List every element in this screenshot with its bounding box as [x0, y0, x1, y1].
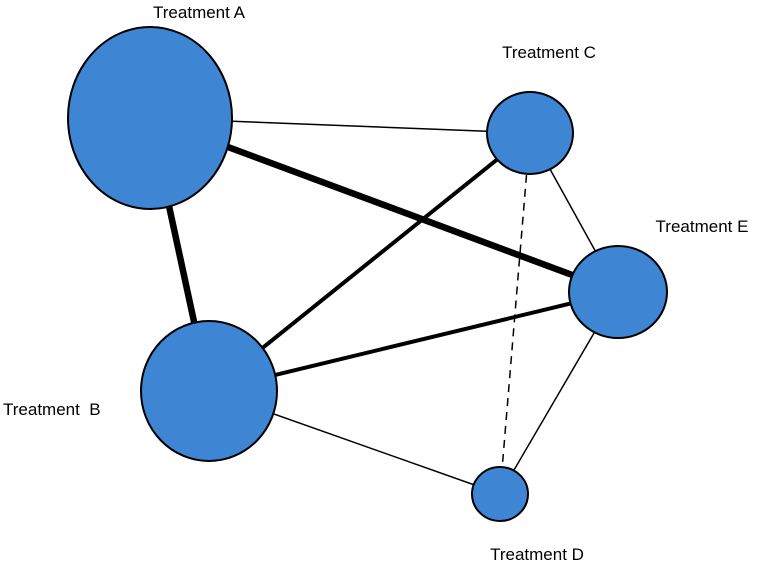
node-label-treatment-d: Treatment D	[490, 545, 584, 564]
node-treatment-a	[67, 26, 233, 210]
labels-layer: Treatment A Treatment B Treatment C Trea…	[3, 3, 748, 564]
node-label-treatment-e: Treatment E	[656, 217, 749, 236]
nodes-layer	[67, 26, 668, 522]
node-treatment-e	[568, 245, 668, 339]
node-treatment-c	[486, 91, 574, 175]
edge-c-d	[499, 132, 531, 495]
node-label-treatment-a: Treatment A	[153, 3, 246, 22]
node-label-treatment-b: Treatment B	[3, 400, 101, 419]
node-label-treatment-c: Treatment C	[502, 43, 596, 62]
edge-b-e	[208, 290, 619, 393]
node-treatment-d	[471, 466, 529, 522]
node-treatment-b	[140, 320, 278, 462]
